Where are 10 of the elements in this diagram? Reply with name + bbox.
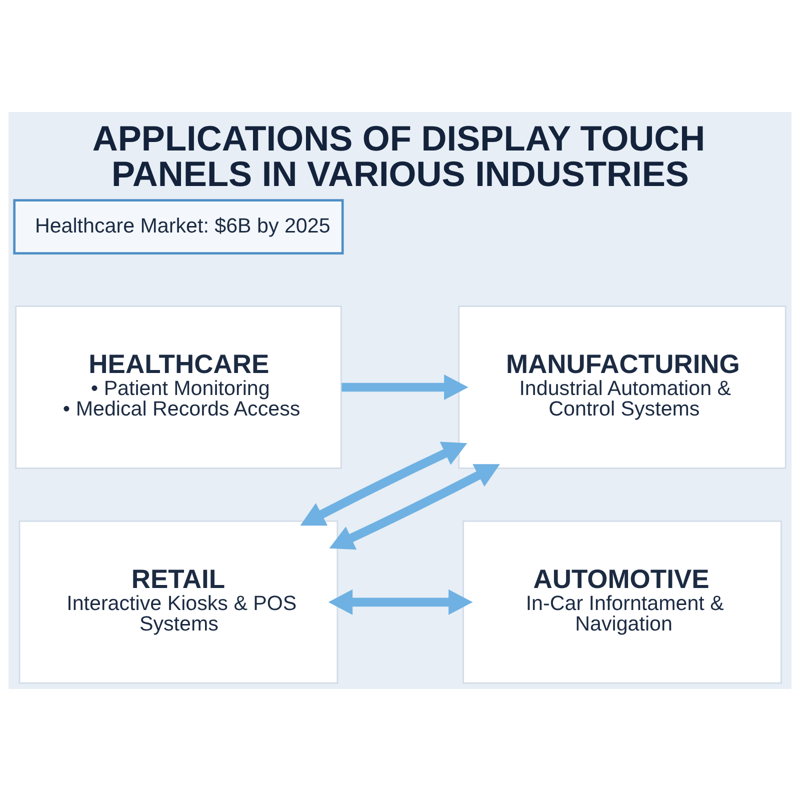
node-box: Healthcare Market: $6B by 2025	[13, 198, 344, 254]
node-box: HEALTHCARE • Patient Monitoring • Medical Records Access	[15, 305, 342, 468]
arrow	[342, 374, 468, 400]
diagram-title: APPLICATIONS OF DISPLAY TOUCH PANELS IN VARIOUS INDUSTRIES	[92, 119, 706, 194]
node-box: MANUFACTURING Industrial Automation & Control Systems	[458, 305, 786, 468]
arrow	[300, 441, 468, 526]
arrow	[329, 464, 500, 550]
arrow	[328, 588, 473, 614]
node-box: AUTOMOTIVE In-Car Inforntament & Navigation	[462, 520, 782, 684]
node-box: RETAIL Interactive Kiosks & POS Systems	[18, 520, 338, 684]
